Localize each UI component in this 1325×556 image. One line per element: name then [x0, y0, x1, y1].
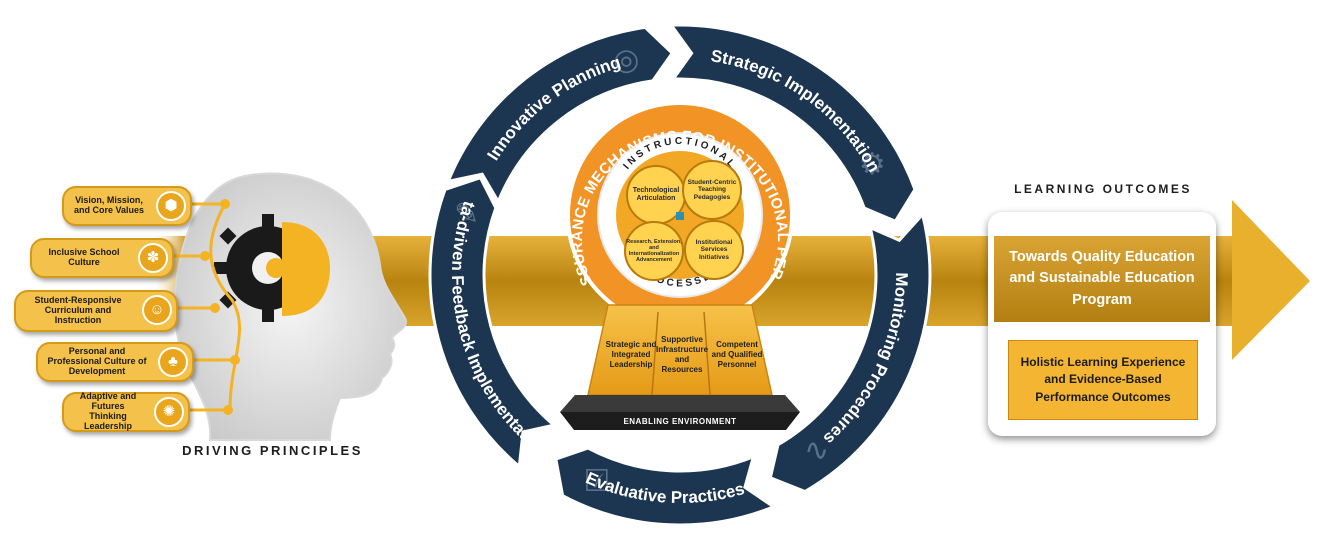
- cycle-stage-label: Data-driven Feedback Implementation: [0, 0, 536, 446]
- quadrant-student-centric: Student-Centric Teaching Pedagogies: [682, 160, 742, 220]
- cycle-segment: [668, 23, 917, 224]
- outcome-arrow-head: [1232, 200, 1310, 360]
- pillar-label: Supportive Infrastructure and Resources: [656, 335, 709, 374]
- principle-label: Inclusive School Culture: [48, 247, 120, 267]
- quadrant-label: Institutional Services Initiatives: [695, 239, 733, 261]
- connector-lines: [170, 202, 241, 412]
- principle-pill-vision: Vision, Mission, and Core Values ⬢: [62, 186, 192, 226]
- cycle-segment: [428, 175, 558, 470]
- cycle-stage-label: Monitoring Procedures: [820, 272, 911, 448]
- pillar-infrastructure: Supportive Infrastructure and Resources: [656, 320, 708, 390]
- checklist-icon: ☑: [583, 464, 610, 499]
- quadrant-label: Technological Articulation: [632, 187, 680, 202]
- pulse-monitor-icon: ∿: [804, 433, 829, 468]
- cycle-segment: [554, 446, 777, 527]
- principle-pill-professional: Personal and Professional Culture of Dev…: [36, 342, 194, 382]
- people-circle-icon: ✽: [138, 243, 168, 273]
- cycle-stage-label: Evaluative Practices: [583, 468, 747, 507]
- cycle-segment: [445, 25, 675, 205]
- quadrant-label: Research, Extension, and Internationaliz…: [626, 238, 682, 264]
- student-reading-icon: ☺: [142, 295, 172, 325]
- principle-pill-leadership: Adaptive and Futures Thinking Leadership…: [62, 391, 190, 432]
- principle-label: Vision, Mission, and Core Values: [73, 195, 145, 215]
- learning-outcomes-label: LEARNING OUTCOMES: [1014, 182, 1192, 196]
- pillar-label: Competent and Qualified Personnel: [711, 340, 763, 369]
- pillar-strategic: Strategic and Integrated Leadership: [605, 320, 657, 390]
- enabling-base: [560, 395, 800, 430]
- group-growth-icon: ♣: [158, 347, 188, 377]
- enabling-environment-label: ENABLING ENVIRONMENT: [623, 416, 737, 426]
- brain-half-icon: [282, 222, 330, 316]
- principle-label: Adaptive and Futures Thinking Leadership: [79, 391, 137, 431]
- feedback-chart-icon: ✎: [454, 197, 479, 232]
- principle-label: Personal and Professional Culture of Dev…: [47, 346, 147, 376]
- quadrant-research: Research, Extension, and Internationaliz…: [624, 221, 684, 281]
- principle-pill-inclusive: Inclusive School Culture ✽: [30, 238, 174, 278]
- quadrant-label: Student-Centric Teaching Pedagogies: [687, 179, 737, 201]
- secondary-outcome-box: Holistic Learning Experience and Evidenc…: [1008, 340, 1198, 420]
- thinking-head-icon: ✺: [154, 397, 184, 427]
- secondary-outcome-text: Holistic Learning Experience and Evidenc…: [1020, 354, 1186, 404]
- driving-principles-label: DRIVING PRINCIPLES: [182, 443, 363, 458]
- principle-pill-curriculum: Student-Responsive Curriculum and Instru…: [14, 290, 178, 332]
- primary-outcome-box: Towards Quality Education and Sustainabl…: [994, 236, 1210, 322]
- primary-outcome-text: Towards Quality Education and Sustainabl…: [1009, 249, 1195, 308]
- core-center-mark: [676, 212, 684, 220]
- cycle-stage-label: Innovative Planning: [483, 53, 622, 164]
- connector-dots: [200, 199, 240, 415]
- gears-icon: ⚙: [859, 147, 886, 182]
- cycle-segment: [768, 211, 932, 494]
- cycle-stage-label: Strategic Implementation: [709, 46, 883, 175]
- cycle-ring: ◎ ⚙ ∿ ☑ ✎: [428, 23, 932, 527]
- quadrant-institutional: Institutional Services Initiatives: [684, 220, 744, 280]
- principle-label: Student-Responsive Curriculum and Instru…: [34, 295, 122, 325]
- pillar-label: Strategic and Integrated Leadership: [605, 340, 657, 369]
- target-icon: ◎: [613, 43, 639, 78]
- hexagon-cluster-icon: ⬢: [156, 191, 186, 221]
- enabling-environment-label-box: ENABLING ENVIRONMENT: [574, 413, 786, 429]
- pillar-personnel: Competent and Qualified Personnel: [710, 320, 764, 390]
- gear-center-icon: [266, 258, 286, 278]
